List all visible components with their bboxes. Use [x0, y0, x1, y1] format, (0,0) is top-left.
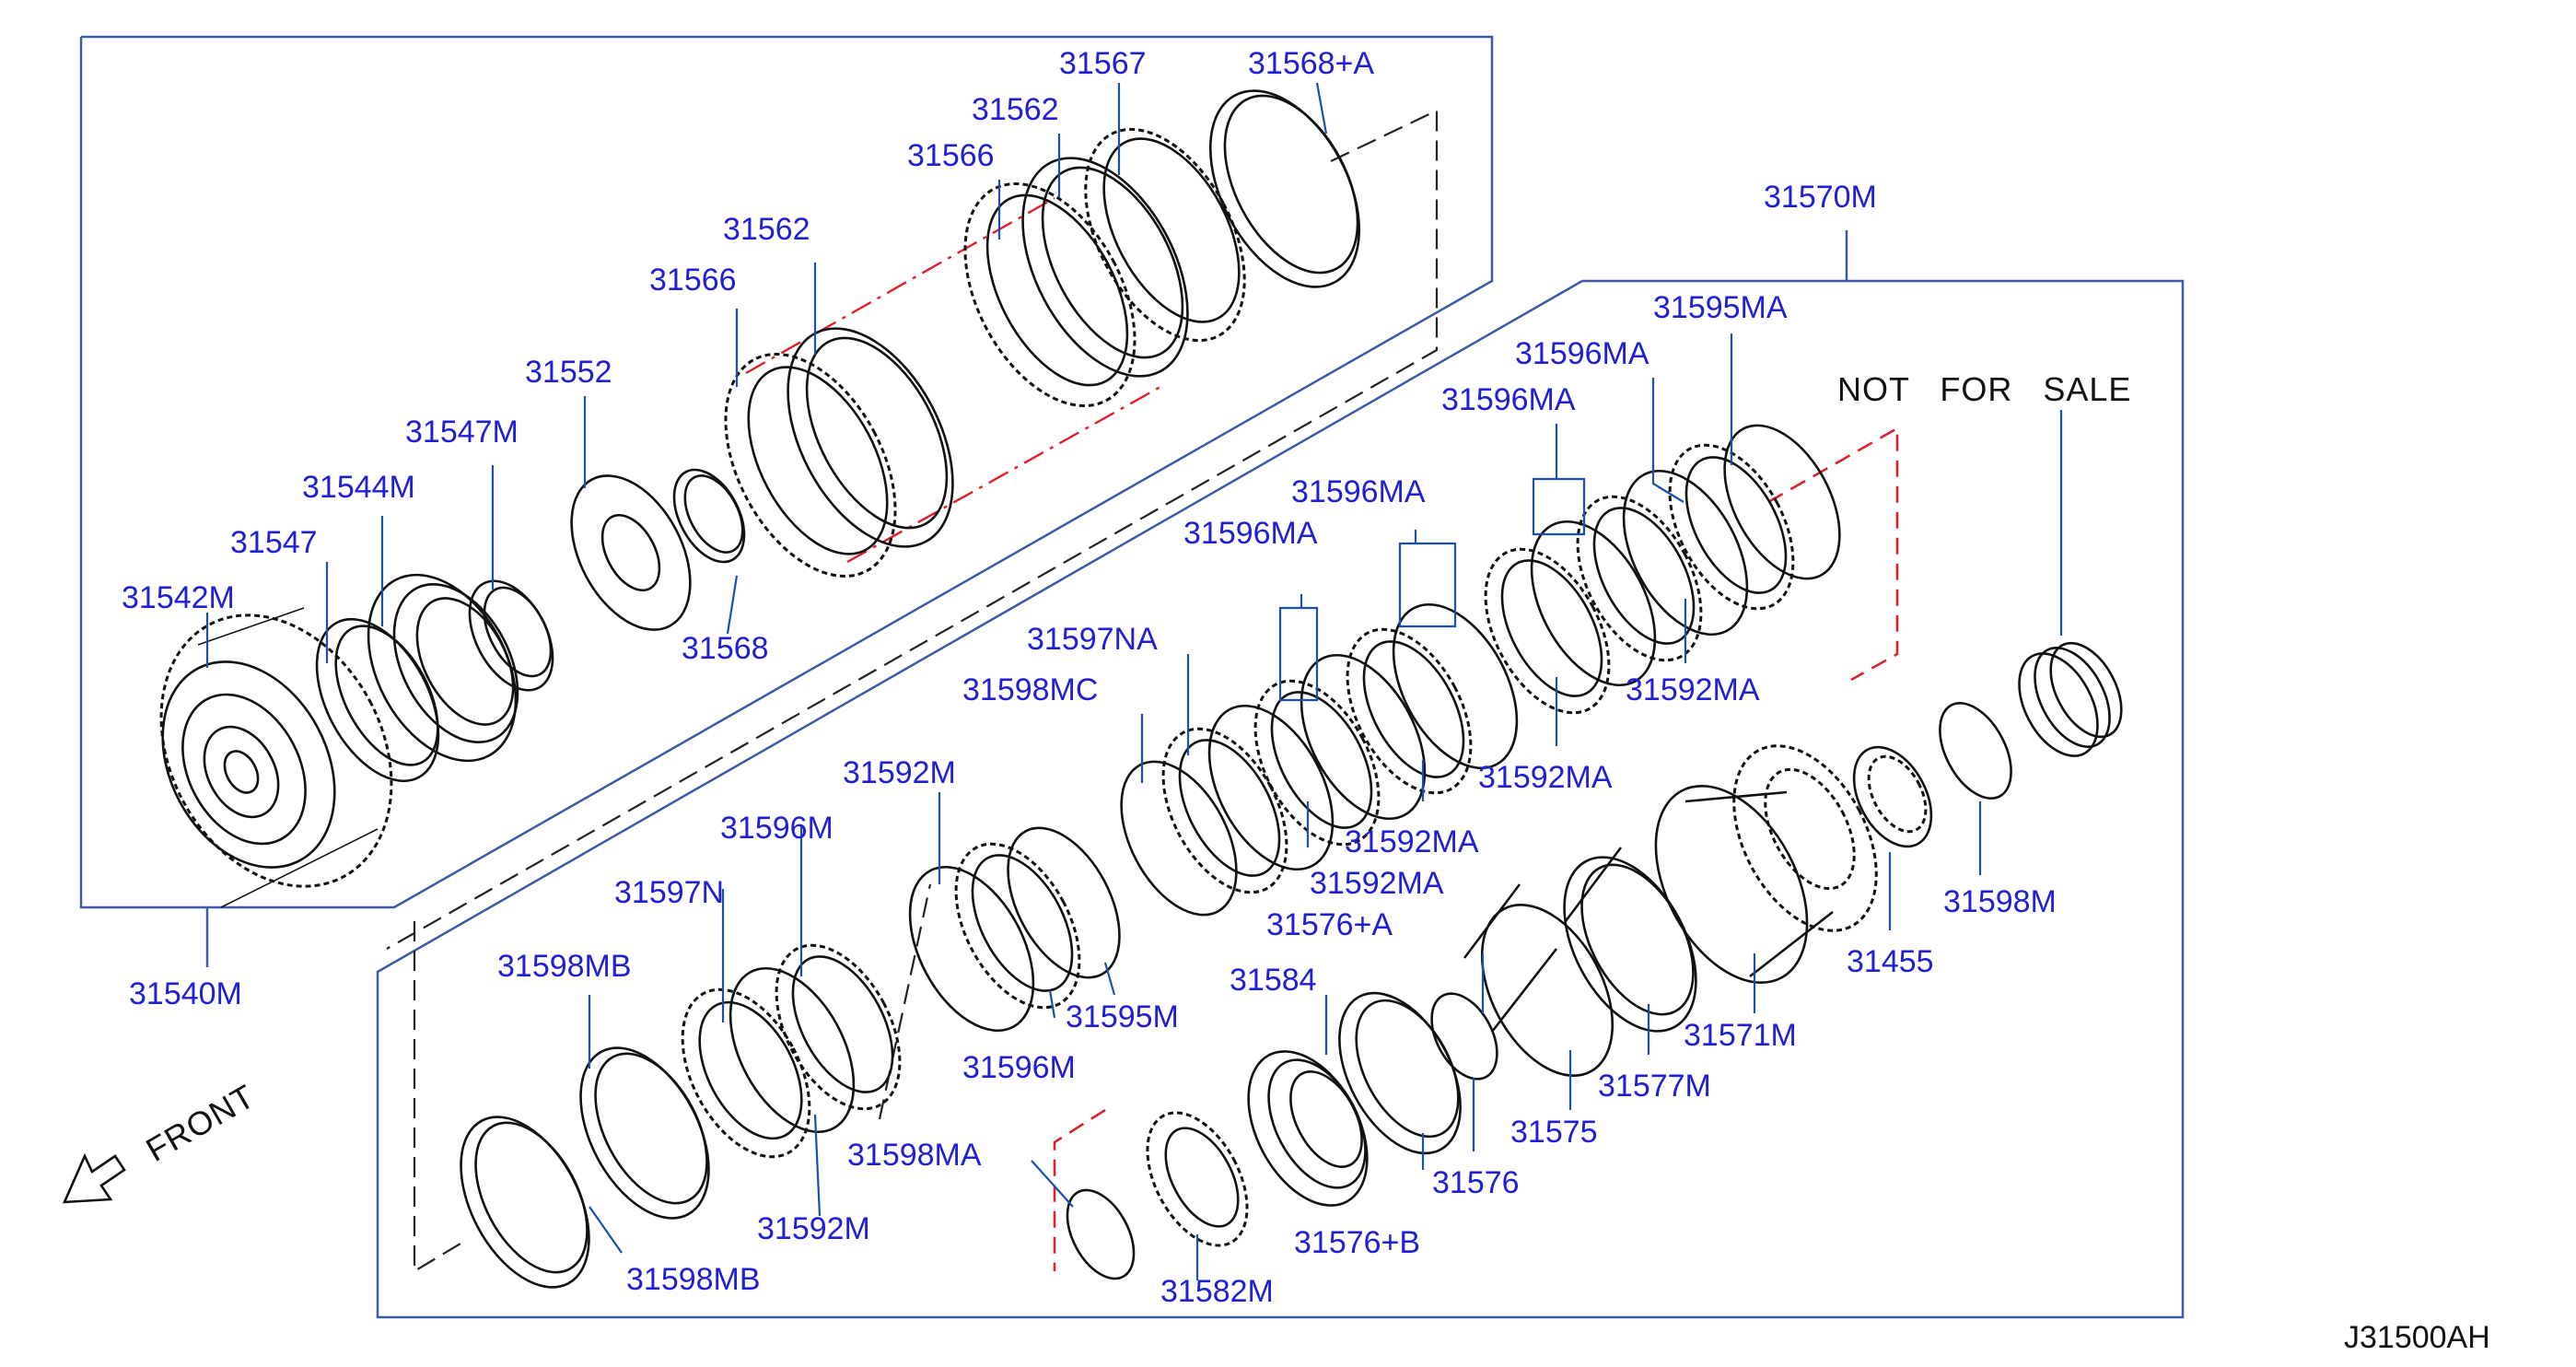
- label-31552: 31552: [525, 355, 612, 390]
- label-31575: 31575: [1510, 1115, 1598, 1150]
- label-31596ma-1: 31596MA: [1515, 336, 1649, 371]
- plates-lower-mid: [908, 826, 1121, 1033]
- bearing-31455: [1852, 745, 1933, 848]
- label-31598m: 31598M: [1943, 884, 2057, 919]
- label-31592ma-1: 31592MA: [1626, 672, 1760, 707]
- assembly-axis-lines: [386, 109, 1899, 1273]
- seal-rings-right: [2018, 641, 2123, 757]
- label-31571m: 31571M: [1684, 1018, 1797, 1053]
- front-label: FRONT: [140, 1077, 262, 1169]
- label-31596m-low: 31596M: [962, 1050, 1076, 1085]
- drum-31542m: [159, 607, 393, 908]
- label-31544m: 31544M: [302, 470, 415, 505]
- snap-ring-31568: [672, 468, 746, 564]
- label-31576: 31576: [1432, 1165, 1520, 1200]
- label-31568a: 31568+A: [1248, 46, 1374, 81]
- bearing-31582m: [1146, 1111, 1249, 1247]
- figure-code: J31500AH: [2344, 1320, 2490, 1355]
- not-for-sale-label: NOT FOR SALE: [1837, 370, 2131, 408]
- label-31592ma-2: 31592MA: [1478, 760, 1613, 795]
- label-31592m-low: 31592M: [757, 1211, 870, 1246]
- front-arrow-icon: [62, 1152, 126, 1204]
- label-31598ma: 31598MA: [847, 1138, 982, 1173]
- label-31597n: 31597N: [614, 875, 724, 910]
- plates-center: [1120, 602, 1519, 917]
- label-31567: 31567: [1059, 46, 1147, 81]
- upper-assembly-frame: [79, 35, 1494, 967]
- label-31455: 31455: [1847, 944, 1934, 979]
- snap-ring-31598ma: [1066, 1188, 1136, 1280]
- snap-ring-31598m: [1939, 702, 2012, 800]
- label-31582m: 31582M: [1160, 1274, 1274, 1309]
- label-31542m: 31542M: [122, 580, 235, 615]
- label-31598mb-low: 31598MB: [626, 1262, 761, 1297]
- clutch-plates-top: [963, 127, 1246, 407]
- label-31562-mid: 31562: [723, 212, 810, 247]
- label-31576b: 31576+B: [1294, 1225, 1420, 1260]
- plates-lower-left: [681, 943, 902, 1159]
- spring-retainer-31552: [570, 474, 692, 631]
- label-31576a: 31576+A: [1266, 907, 1393, 942]
- piston-31544m: [367, 573, 519, 763]
- drum-31577m: [1563, 856, 1697, 1033]
- label-31562-top: 31562: [972, 92, 1059, 127]
- label-31568: 31568: [682, 631, 769, 666]
- label-31547m: 31547M: [405, 415, 519, 450]
- part-labels: 31567 31568+A 31562 31566 31562 31566 31…: [122, 46, 2057, 1309]
- label-31566-mid: 31566: [649, 263, 737, 298]
- snap-rings-31598mb: [460, 1046, 710, 1289]
- piston-31584: [1247, 1050, 1369, 1207]
- seal-31547: [315, 617, 440, 783]
- seal-31576: [1338, 991, 1498, 1155]
- seal-31547m: [468, 579, 554, 692]
- plates-upper-right: [1484, 424, 1841, 715]
- lower-assembly-frame: [376, 230, 2185, 1319]
- leader-lines: [205, 82, 2063, 1280]
- label-31598mc: 31598MC: [962, 672, 1098, 707]
- label-31584: 31584: [1230, 963, 1317, 998]
- label-31570m: 31570M: [1764, 180, 1877, 215]
- label-31596ma-3: 31596MA: [1291, 474, 1426, 509]
- label-31596ma-4: 31596MA: [1183, 516, 1318, 551]
- label-31592ma-3: 31592MA: [1345, 824, 1479, 859]
- label-31598mb-top: 31598MB: [497, 949, 632, 984]
- label-31577m: 31577M: [1598, 1069, 1711, 1104]
- label-31597na: 31597NA: [1027, 622, 1158, 657]
- label-31592ma-4: 31592MA: [1310, 866, 1444, 901]
- label-31540m: 31540M: [129, 976, 242, 1011]
- retainer-31575: [1463, 847, 1623, 1077]
- hub-31571m: [1654, 744, 1878, 985]
- label-31595ma: 31595MA: [1653, 290, 1788, 325]
- label-31596ma-2: 31596MA: [1441, 382, 1576, 417]
- snap-ring-31568a: [1208, 89, 1361, 288]
- label-31547: 31547: [230, 525, 318, 560]
- label-31596m-top: 31596M: [720, 811, 833, 846]
- label-31592m-top: 31592M: [843, 755, 956, 790]
- label-31595m: 31595M: [1066, 999, 1179, 1034]
- label-31566-top: 31566: [907, 138, 995, 173]
